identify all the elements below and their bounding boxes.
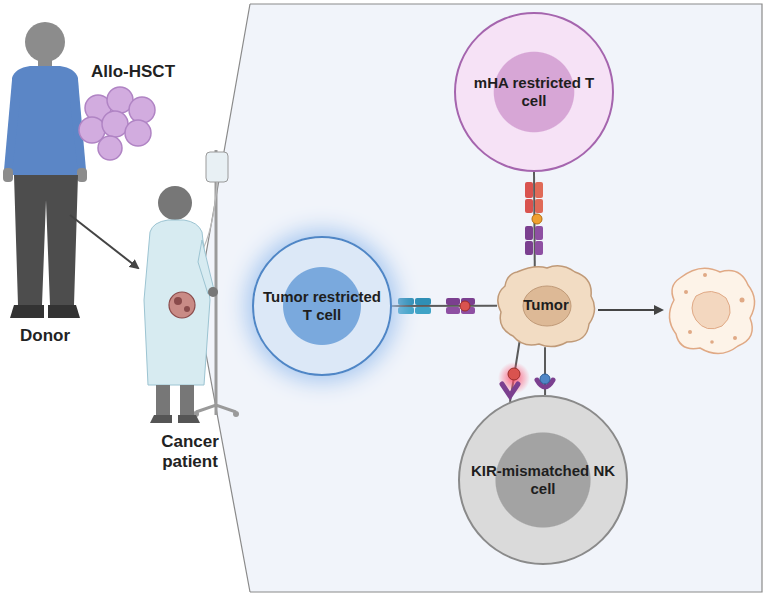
t-cell: mHA restricted T cell	[454, 12, 614, 172]
cell-label: Tumor restricted T cell	[260, 288, 384, 324]
stem-cells	[79, 87, 155, 160]
patient-figure	[144, 150, 239, 423]
dead-tumor-cell	[669, 268, 754, 353]
binding-line	[392, 305, 497, 307]
cell-label: KIR-mismatched NK cell	[468, 462, 618, 498]
mha-tcr	[525, 182, 543, 255]
tumor-cell: Tumor	[495, 262, 597, 348]
cell-label: Tumor	[523, 296, 569, 314]
nk-cell: KIR-mismatched NK cell	[458, 395, 628, 565]
figure-label: Donor	[0, 326, 90, 346]
tumor-tcr	[398, 298, 475, 314]
donor-figure	[3, 22, 87, 318]
cell-label: mHA restricted T cell	[472, 74, 596, 110]
nk-receptors	[498, 362, 553, 396]
figure-label: Allo-HSCT	[78, 62, 188, 82]
figure-label: Cancer patient	[140, 432, 240, 473]
t-cell: Tumor restricted T cell	[252, 236, 392, 376]
